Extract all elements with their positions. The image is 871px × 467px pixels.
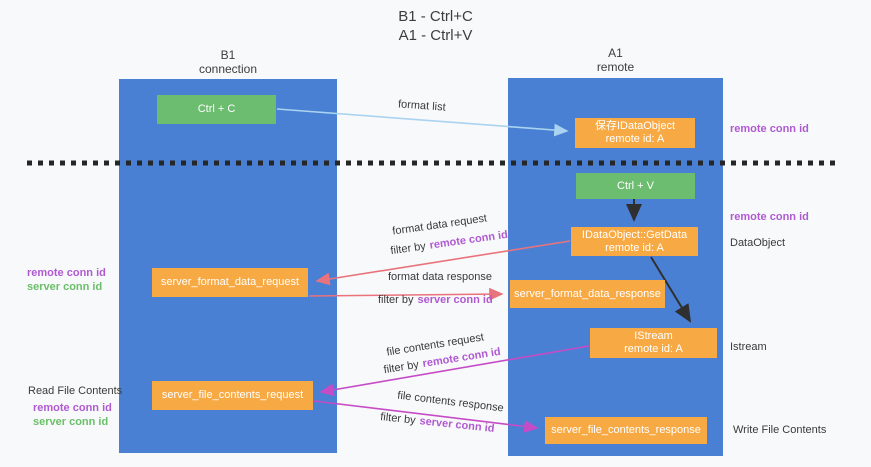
node-server-format-data-request-label: server_format_data_request bbox=[160, 276, 300, 288]
filter-by-text: filter by bbox=[389, 240, 427, 258]
lane-header-b1-subtitle: connection bbox=[198, 62, 258, 76]
lane-header-a1-title: A1 bbox=[608, 46, 623, 60]
side-label-read-file-contents: Read File Contents bbox=[28, 385, 123, 397]
side-label-remote-conn-id-mid: remote conn id bbox=[730, 211, 809, 223]
side-label-remote-conn-id-left-upper: remote conn id bbox=[27, 267, 106, 279]
edge-label-file-contents-response: file contents response bbox=[396, 389, 505, 415]
lane-header-a1-subtitle: remote bbox=[596, 60, 635, 74]
diagram-title-line1: B1 - Ctrl+C bbox=[398, 8, 473, 25]
node-istream-line1: IStream bbox=[634, 330, 673, 342]
node-idataobject-getdata: IDataObject::GetData remote id: A bbox=[571, 227, 698, 256]
remote-conn-id-highlight: remote conn id bbox=[428, 228, 509, 252]
server-conn-id-highlight: server conn id bbox=[417, 294, 493, 306]
side-label-server-conn-id-left-upper: server conn id bbox=[27, 281, 103, 293]
node-ctrl-v: Ctrl + V bbox=[576, 173, 695, 199]
node-server-file-contents-response-label: server_file_contents_response bbox=[551, 424, 701, 436]
side-label-server-conn-id-left-lower: server conn id bbox=[33, 416, 109, 428]
filter-by-text: filter by bbox=[379, 411, 417, 427]
diagram-title-line2: A1 - Ctrl+V bbox=[398, 27, 473, 44]
node-save-dataobject: 保存IDataObject remote id: A bbox=[575, 118, 695, 148]
node-ctrl-c-label: Ctrl + C bbox=[197, 103, 236, 115]
server-conn-id-highlight: server conn id bbox=[418, 415, 495, 435]
node-save-dataobject-line2: remote id: A bbox=[605, 133, 665, 145]
edge-label-format-list: format list bbox=[397, 98, 447, 114]
lane-header-b1-title: B1 bbox=[220, 48, 236, 62]
node-server-format-data-response-label: server_format_data_response bbox=[514, 287, 661, 300]
lane-header-a1: A1 remote bbox=[508, 46, 723, 74]
node-server-format-data-request: server_format_data_request bbox=[152, 268, 308, 297]
node-istream: IStream remote id: A bbox=[590, 328, 717, 358]
node-server-file-contents-request: server_file_contents_request bbox=[152, 381, 313, 410]
side-label-remote-conn-id-left-lower: remote conn id bbox=[33, 402, 112, 414]
filter-by-text: filter by bbox=[378, 294, 414, 306]
side-label-write-file-contents: Write File Contents bbox=[733, 424, 827, 436]
node-server-file-contents-response: server_file_contents_response bbox=[545, 417, 707, 444]
node-ctrl-v-label: Ctrl + V bbox=[617, 179, 654, 192]
node-save-dataobject-line1: 保存IDataObject bbox=[594, 120, 676, 132]
node-idataobject-getdata-line2: remote id: A bbox=[605, 241, 664, 254]
side-label-dataobject: DataObject bbox=[730, 237, 786, 249]
node-istream-line2: remote id: A bbox=[624, 343, 683, 355]
side-label-istream: Istream bbox=[730, 341, 767, 353]
side-label-remote-conn-id-top: remote conn id bbox=[730, 123, 809, 135]
node-server-format-data-response: server_format_data_response bbox=[510, 280, 665, 308]
filter-by-text: filter by bbox=[382, 358, 420, 377]
edge-label-format-data-response: format data response bbox=[388, 271, 492, 283]
diagram-title: B1 - Ctrl+C A1 - Ctrl+V bbox=[0, 7, 871, 45]
lane-header-b1: B1 connection bbox=[119, 48, 337, 76]
node-ctrl-c: Ctrl + C bbox=[157, 95, 276, 124]
node-idataobject-getdata-line1: IDataObject::GetData bbox=[581, 228, 688, 241]
node-server-file-contents-request-label: server_file_contents_request bbox=[161, 389, 304, 401]
